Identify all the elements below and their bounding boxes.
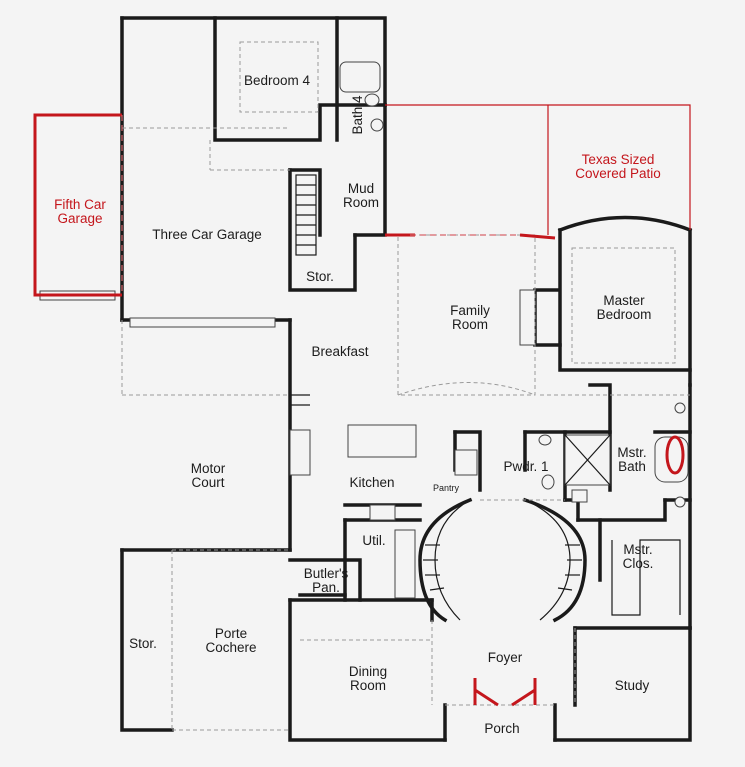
- room-motor-court: Motor Court: [190, 461, 226, 490]
- room-kitchen: Kitchen: [349, 475, 395, 490]
- room-foyer: Foyer: [487, 650, 523, 665]
- room-study: Study: [614, 678, 650, 693]
- washer-dryer-icon: [394, 529, 416, 599]
- pantry-shelf-icon: [454, 449, 478, 476]
- room-dining-room: Dining Room: [348, 664, 388, 693]
- highlight-options: [33, 104, 691, 707]
- room-utility: Util.: [362, 533, 386, 548]
- room-master-closet: Mstr. Clos.: [622, 542, 654, 571]
- range-icon: [369, 504, 396, 521]
- room-bath-4: Bath 4: [350, 95, 365, 135]
- room-texas-covered-patio: Texas Sized Covered Patio: [575, 152, 661, 181]
- room-master-bath: Mstr. Bath: [617, 445, 647, 474]
- room-breakfast: Breakfast: [311, 344, 369, 359]
- room-porte-cochere: Porte Cochere: [205, 626, 257, 655]
- sink-icon: [370, 118, 384, 132]
- garage-door-icon: [129, 317, 276, 328]
- powder-toilet-icon: [541, 474, 555, 490]
- room-butlers-pantry: Butler's Pan.: [303, 566, 349, 595]
- vanity-sink-1-icon: [674, 402, 686, 414]
- fireplace-icon: [519, 289, 536, 346]
- room-fifth-car-garage: Fifth Car Garage: [54, 197, 106, 226]
- room-family-room: Family Room: [450, 303, 490, 332]
- room-pantry: Pantry: [432, 483, 460, 493]
- room-porch: Porch: [484, 721, 520, 736]
- room-stor-cochere: Stor.: [129, 636, 157, 651]
- bathtub-icon: [339, 61, 381, 93]
- room-stor-garage: Stor.: [306, 269, 334, 284]
- room-mud-room: Mud Room: [342, 181, 380, 210]
- cooktop-icon: [289, 429, 311, 476]
- vanity-sink-2-icon: [674, 496, 686, 508]
- room-three-car-garage: Three Car Garage: [152, 227, 262, 242]
- staircases: [295, 174, 587, 623]
- room-master-bedroom: Master Bedroom: [596, 293, 652, 322]
- closet-toilet-icon: [571, 489, 588, 503]
- dashed-lines: [121, 41, 690, 731]
- tub-highlight-icon: [665, 435, 685, 475]
- toilet-icon: [364, 93, 380, 107]
- room-bedroom-4: Bedroom 4: [243, 73, 311, 88]
- room-powder-1: Pwdr. 1: [503, 459, 549, 474]
- powder-sink-icon: [538, 434, 552, 446]
- kitchen-island-icon: [347, 424, 417, 458]
